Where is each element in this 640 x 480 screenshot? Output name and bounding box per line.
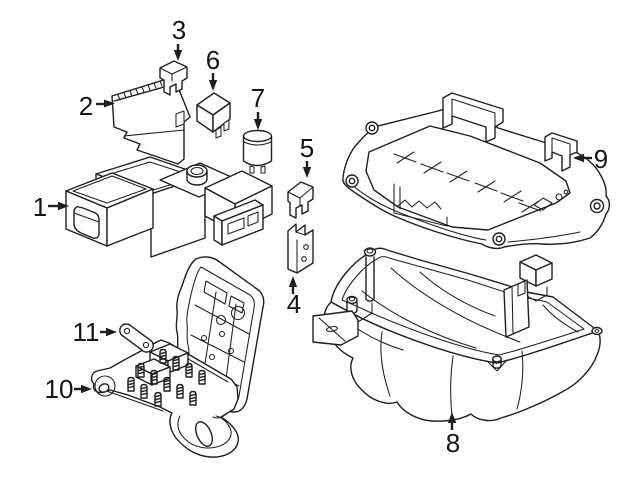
callout-label: 4 [287,289,301,319]
callout-label: 2 [79,91,93,121]
callout-9: 9 [573,144,608,174]
callout-label: 1 [33,192,47,222]
part-3-mini-fuse [159,60,188,96]
part-7-cylindrical-relay [242,129,273,174]
callout-1: 1 [33,192,69,222]
part-5-mini-fuse [287,181,314,219]
part-1-fuse-box-assembly [65,156,273,258]
callout-5: 5 [300,133,314,178]
callout-6: 6 [206,45,220,91]
callout-label: 3 [172,15,186,45]
callout-10: 10 [45,374,92,404]
callout-8: 8 [446,412,460,458]
callout-label: 6 [206,45,220,75]
callout-label: 10 [45,374,74,404]
part-11-link-strap [119,323,154,353]
part-4-bracket [287,223,314,274]
callout-4: 4 [287,276,301,319]
part-8-lower-housing [312,247,603,422]
callout-11: 11 [73,317,117,347]
part-10-fuse-carrier [90,256,265,458]
part-9-upper-cover [342,92,611,250]
callout-label: 8 [446,428,460,458]
callout-label: 11 [73,317,100,347]
callout-2: 2 [79,91,115,121]
callout-3: 3 [172,15,186,61]
callout-label: 5 [300,133,314,163]
callout-label: 9 [594,144,608,174]
callout-7: 7 [251,83,265,130]
callout-label: 7 [251,83,265,113]
part-6-relay [196,92,231,139]
